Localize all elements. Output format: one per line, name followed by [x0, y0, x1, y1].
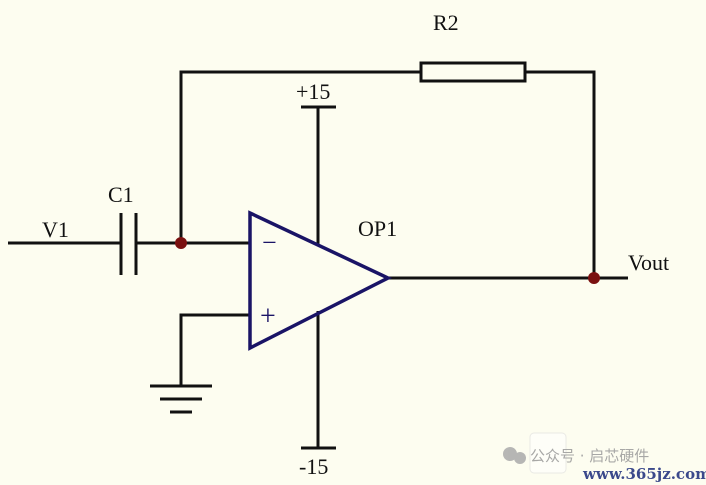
- inverting-sign: −: [262, 228, 277, 257]
- watermark-url: www.365jz.com: [582, 465, 706, 483]
- label-vminus: -15: [299, 454, 328, 479]
- label-vplus: +15: [296, 79, 330, 104]
- ground-icon: [150, 384, 212, 414]
- noninverting-sign: +: [260, 301, 276, 332]
- watermark-text: 公众号 · 启芯硬件: [530, 447, 649, 465]
- noninverting-wire: [179, 313, 250, 385]
- watermark: 公众号 · 启芯硬件 www.365jz.com: [503, 432, 706, 483]
- resistor-r2: [419, 61, 527, 83]
- label-r2: R2: [433, 10, 459, 35]
- feedback-wire: [179, 70, 421, 243]
- opamp-op1: [248, 210, 392, 351]
- junction-dot: [588, 272, 600, 284]
- feedback-wire-right: [525, 70, 596, 278]
- label-op1: OP1: [358, 216, 397, 241]
- label-c1: C1: [108, 182, 134, 207]
- label-v1: V1: [42, 217, 69, 242]
- label-vout: Vout: [628, 250, 669, 275]
- junction-dot: [175, 237, 187, 249]
